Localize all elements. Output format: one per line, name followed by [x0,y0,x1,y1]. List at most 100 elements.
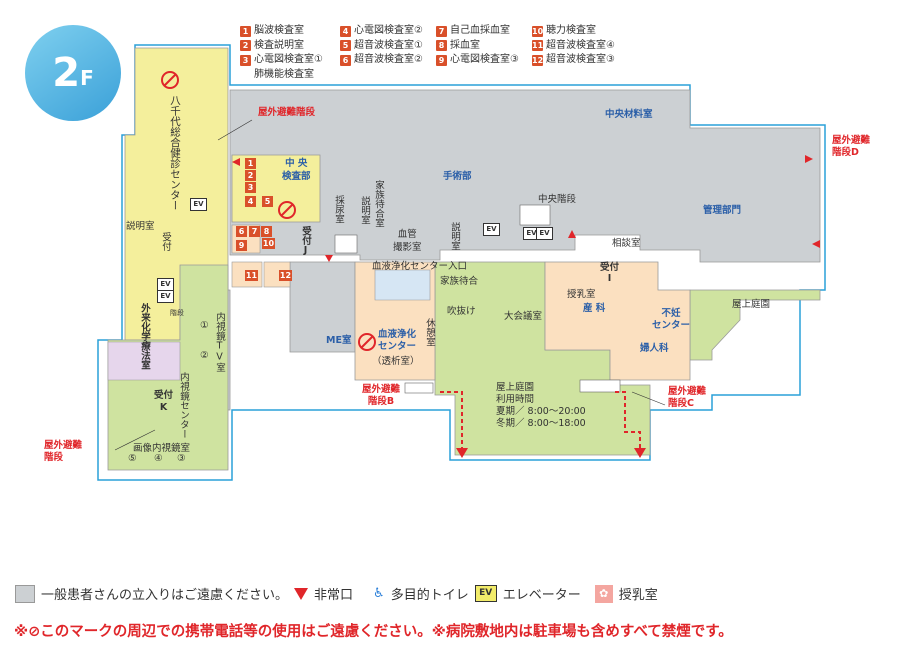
legend-num: 6 [340,54,351,66]
label-kyukei: 休憩室 [424,318,435,347]
legend-label: 心電図検査室② [354,25,423,36]
leader-line [631,391,666,406]
legend-num: 11 [532,40,544,52]
elevator-icon: EV [474,585,497,602]
exit-arrow [568,230,576,238]
obgyn-area [544,261,691,381]
label-uketsuke-j: 受付J [300,226,311,256]
exit-arrow [232,158,240,166]
nursing-icon: ✿ [594,584,613,603]
label-daikaigi: 大会議室 [504,311,543,322]
label-uketsuke-k: 受付 K [154,390,174,413]
room-marker: 1 [245,158,256,169]
evac-route-c [615,391,641,450]
legend-num: 8 [436,40,447,52]
label-jyunyu: 授乳室 [567,289,596,300]
room-marker: 11 [245,270,258,281]
label-setsumei3: 説明室 [449,222,460,251]
label-evac-c: 屋外避難 階段C [668,386,707,409]
label-kazoku-machiai: 家族待合 [440,276,479,287]
legend-label: 超音波検査室④ [546,39,615,51]
label-okujyo-teien: 屋上庭園 [496,382,535,393]
gray-swatch-icon [15,584,35,603]
label-kazoku-machi: 家族待合室 [373,180,384,228]
label-sanka: 産 科 [583,303,606,314]
room-marker: 6 [236,226,247,237]
room-marker: 9 [236,240,247,251]
label-okujyo-teien-east: 屋上庭園 [732,299,771,310]
label-n5: ⑤ [128,453,137,464]
exit-triangle-icon [294,587,309,600]
legend-num: 9 [436,54,447,66]
stairs [334,234,358,254]
roof-garden-east [689,289,821,361]
label-shujutsu: 手術部 [443,171,472,182]
room-marker: 7 [249,226,260,237]
label-toseki: （透析室） [372,356,420,367]
legend-num: 12 [532,54,544,66]
label-naishikyo: 内視鏡センター [178,372,189,439]
label-n2: ② [200,350,209,361]
label-evac-b: 屋外避難 階段B [362,384,401,407]
label-setsumei: 説明室 [126,221,155,232]
warning-text: ※⊘このマークの周辺での携帯電話等の使用はご遠慮ください。※病院敷地内は駐車場も… [14,624,733,640]
legend-gray-text: 一般患者さんの立入りはご遠慮ください。 [41,588,289,603]
label-kenshin: 八千代総合健診センター [169,95,181,211]
legend-label: 心電図検査室① [254,54,323,65]
label-uketsuke: 受付 [160,232,171,251]
exit-arrow [812,240,820,248]
leader-line [217,119,253,141]
toilet-icon: ♿ [373,586,385,601]
gray-area-surgery [229,89,821,263]
legend-num: 2 [240,40,251,52]
legend-label: 聴力検査室 [546,25,596,36]
elevator-marker: EV [536,227,553,240]
legend-toilet-text: 多目的トイレ [390,588,469,603]
label-funin: 不妊 センター [652,308,691,331]
elevator-marker: EV [483,223,500,236]
label-me: ME室 [326,335,352,346]
label-chuo-kaidan: 中央階段 [538,194,577,205]
elevator-marker: EV [190,198,207,211]
leader-line [114,429,156,451]
legend-num: 1 [240,25,251,37]
label-evac-d: 屋外避難 階段D [832,135,871,158]
label-ketsueki-iriguchi: 血液浄化センター入口 [372,261,468,272]
legend-label: 超音波検査室① [354,39,423,51]
room-marker: 5 [262,196,273,207]
label-gairai: 外来化学療法室 [139,303,150,370]
label-chuo-kensa: 中 央 検査部 [282,158,311,182]
floor-suffix: F [80,66,94,90]
exit-arrow [805,155,813,163]
stairs [579,379,621,393]
purple-chemo [107,341,181,381]
label-fukinuke: 吹抜け [447,306,476,317]
dialysis-blue [374,269,431,301]
legend-label: 超音波検査室③ [546,54,615,65]
legend-label: 肺機能検査室 [254,68,314,80]
room-marker: 8 [261,226,272,237]
label-fuyu: 冬期／ 8:00～18:00 [496,418,586,429]
no-phone-mark [161,71,376,351]
legend-exit-text: 非常口 [314,588,354,603]
legend-num: 10 [532,25,544,37]
legend-item: 肺機能検査室 [240,68,350,83]
legend-label: 検査説明室 [254,39,304,51]
elevator-marker: EV [157,290,174,303]
room-marker: 3 [245,182,256,193]
label-kekkan: 血管 撮影室 [393,229,422,253]
legend-num: 3 [240,54,251,66]
legend-label: 自己血採血室 [450,25,510,36]
